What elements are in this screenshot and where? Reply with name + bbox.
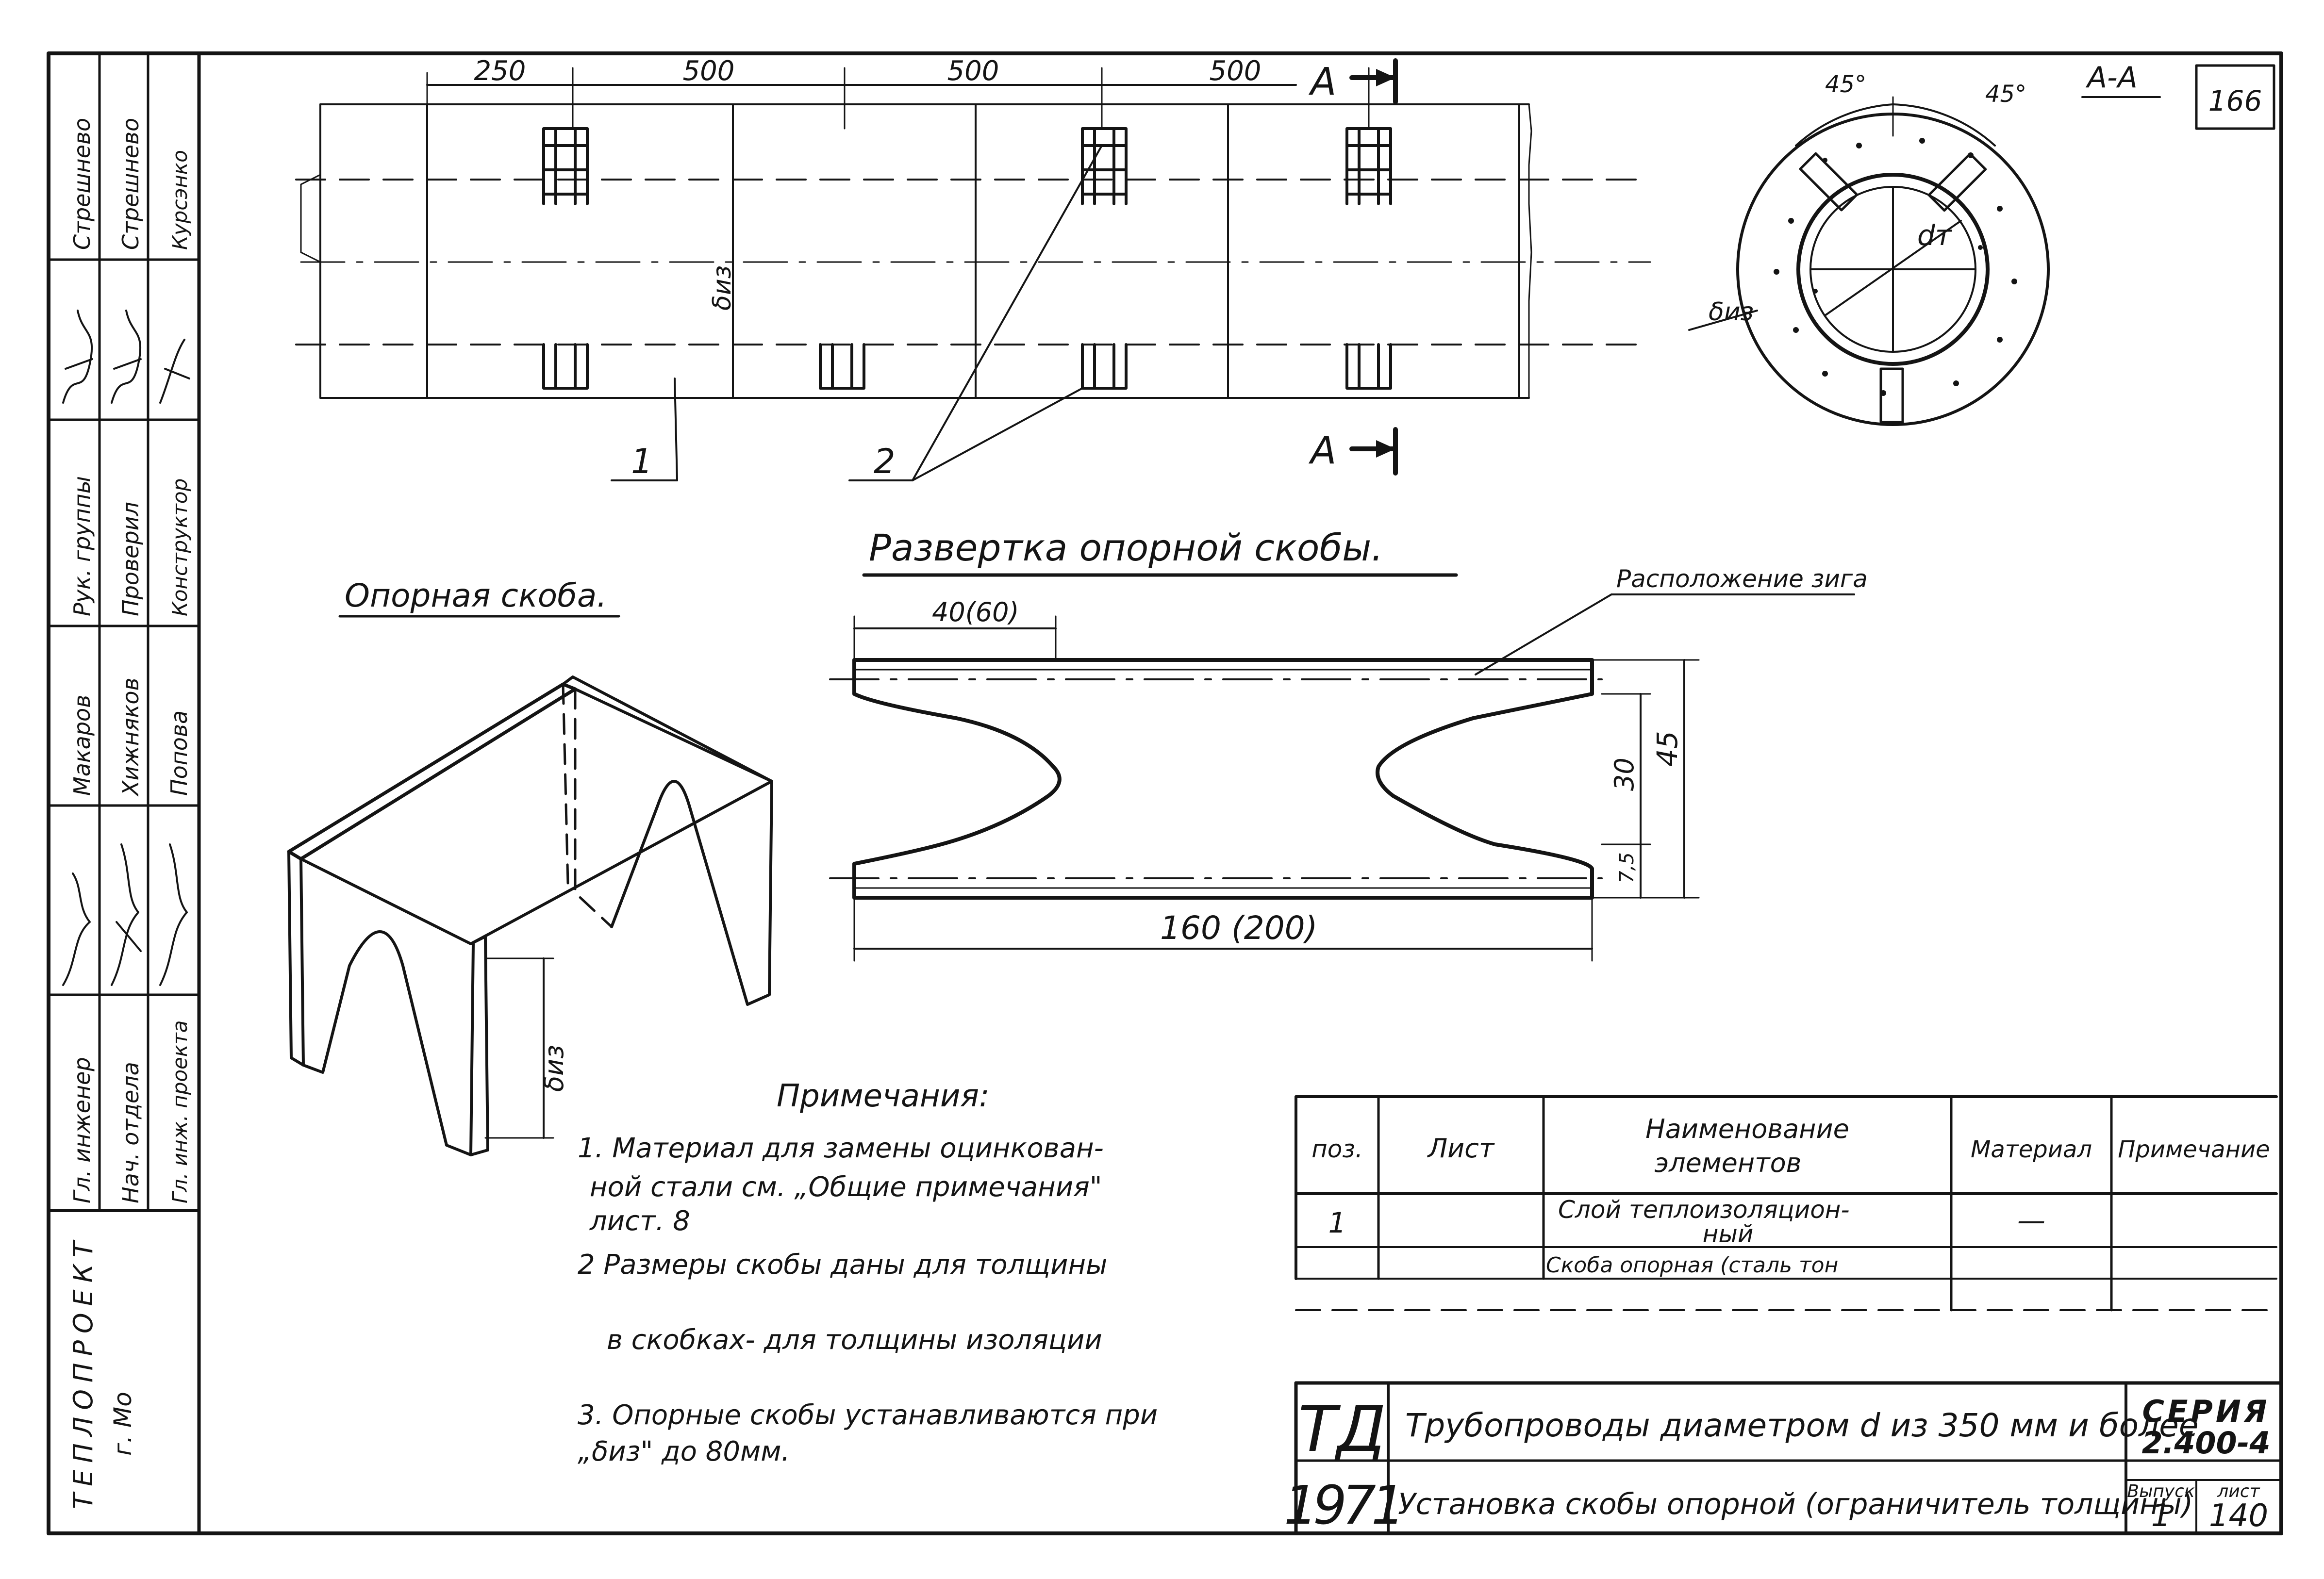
org-code: ТД — [1298, 1392, 1386, 1466]
angle-left: 45° — [1825, 71, 1866, 98]
side-stamp: Гл. инженер Нач. отдела Гл. инж. проекта… — [47, 52, 200, 1509]
dim-insulation-top: δиз — [708, 265, 737, 311]
sheet-value: 140 — [2209, 1498, 2268, 1534]
stamp-org: ТЕПЛОПРОЕКТ — [68, 1234, 99, 1509]
table-header-pos: поз. — [1311, 1135, 1363, 1163]
stamp-name-6: Курсэнко — [168, 150, 192, 250]
section-title: А-А — [2085, 61, 2138, 95]
dim-dev-length: 160 (200) — [1160, 909, 1317, 947]
dim-top-1: 250 — [474, 55, 526, 87]
position-1: 1 — [631, 442, 653, 481]
stamp-role-designer: Конструктор — [168, 478, 192, 616]
table-header-sheet: Лист — [1427, 1133, 1495, 1164]
angle-right: 45° — [1985, 81, 2026, 108]
section-aa: А-А 45° 45° dт δиз — [1688, 61, 2161, 426]
bracket-development: Развертка опорной скобы. Расположение зи… — [829, 526, 1868, 962]
year: 1971 — [1284, 1474, 1400, 1536]
pipe-diameter: dт — [1917, 219, 1953, 252]
stamp-role-group-lead: Рук. группы — [69, 476, 95, 616]
section-insulation-label: δиз — [1709, 297, 1754, 327]
stamp-name-1: Макаров — [69, 695, 95, 796]
sheet-label: лист — [2217, 1481, 2260, 1501]
issue-label: Выпуск — [2127, 1481, 2195, 1501]
note-line-4: 2 Размеры скобы даны для толщины — [578, 1249, 1107, 1281]
sheet-frame: 166 — [47, 51, 2283, 1535]
note-line-6: 3. Опорные скобы устанавливаются при — [578, 1399, 1158, 1431]
table-header-note: Примечание — [2118, 1136, 2270, 1163]
stamp-role-dept-head: Нач. отдела — [117, 1062, 144, 1203]
spec-table: поз. Лист Наименование элементов Материа… — [1295, 1095, 2278, 1312]
table-row1-name-line1: Слой теплоизоляцион- — [1558, 1196, 1850, 1224]
top-view: 250 500 500 500 А А δиз 1 2 — [295, 55, 1651, 481]
table-row1-name-line2: ный — [1703, 1220, 1754, 1248]
stamp-name-4: Стрешнево — [69, 118, 95, 250]
stamp-name-5: Стрешнево — [117, 118, 144, 250]
dim-dev-height: 45 — [1651, 731, 1684, 767]
development-title: Развертка опорной скобы. — [869, 526, 1383, 569]
title-main: Трубопроводы диаметром d из 350 мм и бол… — [1405, 1407, 2198, 1444]
series-label: СЕРИЯ — [2142, 1394, 2270, 1429]
bracket-title: Опорная скоба. — [345, 577, 607, 614]
position-2: 2 — [874, 442, 896, 481]
table-header-name-line1: Наименование — [1645, 1114, 1849, 1144]
notes-heading: Примечания: — [777, 1078, 990, 1114]
issue-number: 1 — [2151, 1498, 2171, 1534]
series-number: 2.400-4 — [2142, 1425, 2271, 1461]
dim-top-2: 500 — [683, 55, 735, 87]
bracket-isometric: Опорная скоба. δиз — [287, 577, 773, 1156]
bracket-insulation-label: δиз — [539, 1045, 569, 1092]
table-header-material: Материал — [1971, 1136, 2092, 1163]
stamp-name-2: Хижняков — [117, 677, 144, 797]
section-mark-bottom: А — [1308, 429, 1336, 473]
dim-dev-small: 7,5 — [1616, 852, 1638, 883]
dim-top-4: 500 — [1210, 55, 1262, 87]
stamp-name-3: Попова — [166, 710, 192, 796]
stamp-role-checker: Проверил — [117, 502, 144, 616]
table-row2-name: Скоба опорная (сталь тон — [1546, 1253, 1838, 1278]
note-line-3: лист. 8 — [589, 1205, 690, 1237]
title-sub: Установка скобы опорной (ограничитель то… — [1398, 1487, 2193, 1521]
dim-top-3: 500 — [947, 55, 999, 87]
section-mark-top: А — [1308, 60, 1336, 104]
bracket-marks — [542, 127, 1392, 390]
note-line-5: в скобках- для толщины изоляции — [607, 1324, 1102, 1356]
table-header-name-line2: элементов — [1655, 1148, 1802, 1178]
sheet-number: 166 — [2208, 84, 2262, 117]
stamp-role-chief-engineer: Гл. инженер — [69, 1057, 95, 1203]
table-row1-material: — — [2017, 1204, 2045, 1237]
stamp-role-project-engineer: Гл. инж. проекта — [168, 1020, 192, 1203]
signature-marks — [62, 310, 190, 986]
notes: Примечания: 1. Материал для замены оцинк… — [578, 1078, 1158, 1467]
note-line-7: „δиз" до 80мм. — [578, 1436, 790, 1467]
note-line-2: ной стали см. „Общие примечания" — [590, 1171, 1102, 1203]
note-line-1: 1. Материал для замены оцинкован- — [578, 1133, 1104, 1164]
dim-tab-width: 40(60) — [932, 597, 1019, 627]
insulation-hatching — [1774, 138, 2017, 396]
table-row1-pos: 1 — [1328, 1206, 1346, 1239]
stamp-city: г. Мо — [109, 1392, 137, 1456]
fold-location-label: Расположение зига — [1616, 565, 1868, 593]
dim-dev-inner: 30 — [1609, 757, 1640, 791]
title-block: ТД 1971 Трубопроводы диаметром d из 350 … — [1284, 1381, 2283, 1536]
